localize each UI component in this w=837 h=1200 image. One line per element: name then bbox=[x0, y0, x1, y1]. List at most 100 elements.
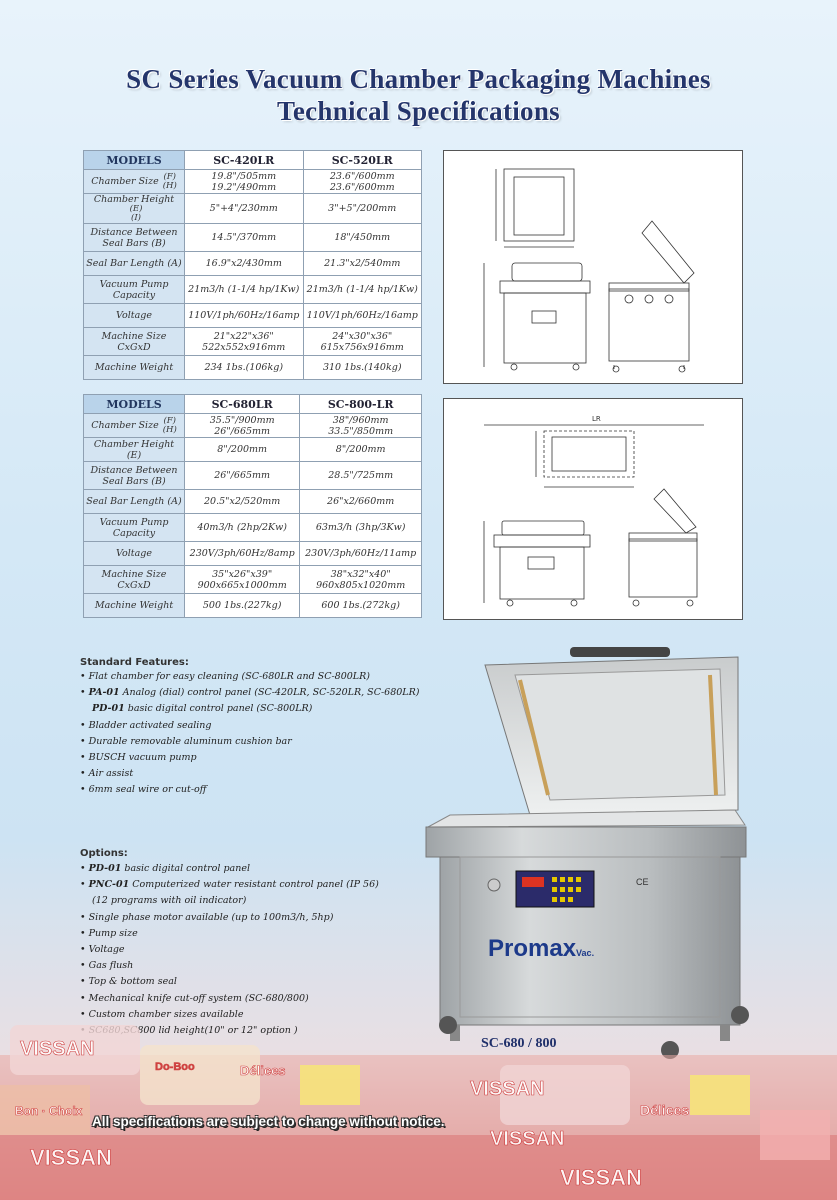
spec-label: Machine Weight bbox=[83, 593, 185, 618]
models-header: MODELS bbox=[83, 150, 185, 170]
bullet-icon: • bbox=[80, 863, 89, 874]
spec-value: 35"x26"x39" 900x665x1000mm bbox=[183, 565, 301, 594]
models-header: MODELS bbox=[83, 394, 185, 414]
bullet-icon: • bbox=[80, 784, 89, 796]
food-label: Délices bbox=[240, 1063, 286, 1078]
feature-item: • Bladder activated sealing bbox=[80, 719, 212, 731]
spec-value: 230V/3ph/60Hz/8amp bbox=[183, 541, 301, 566]
spec-value: 63m3/h (3hp/3Kw) bbox=[299, 513, 422, 542]
spec-value: 38"x32"x40" 960x805x1020mm bbox=[299, 565, 422, 594]
feature-item: PD-01 basic digital control panel (SC-80… bbox=[92, 703, 313, 715]
technical-drawing-2-svg: LR bbox=[483, 415, 704, 607]
standard-features-heading: Standard Features: bbox=[80, 657, 189, 668]
model-name-header: SC-520LR bbox=[302, 150, 422, 170]
spec-label: Vacuum Pump Capacity bbox=[83, 513, 185, 542]
spec-value: 35.5"/900mm 26"/665mm bbox=[183, 413, 301, 438]
spec-label: Machine Weight bbox=[83, 355, 185, 380]
spec-row: Chamber Size(F) (H)35.5"/900mm 26"/665mm… bbox=[83, 413, 422, 438]
spec-label: Chamber Size(F) (H) bbox=[83, 413, 185, 438]
option-item: • PNC-01 Computerized water resistant co… bbox=[80, 879, 379, 891]
food-label: Do-Boo bbox=[155, 1061, 195, 1073]
option-item: • Single phase motor available (up to 10… bbox=[80, 911, 334, 923]
spec-label: Machine Size CxGxD bbox=[83, 565, 185, 594]
spec-value: 110V/1ph/60Hz/16amp bbox=[184, 303, 304, 328]
disclaimer-notice: All specifications are subject to change… bbox=[92, 1114, 445, 1129]
spec-label: Chamber Size(F) (H) bbox=[83, 169, 185, 194]
machine-model-caption: SC-680 / 800 bbox=[481, 1036, 557, 1051]
spec-value: 21m3/h (1-1/4 hp/1Kw) bbox=[184, 275, 304, 304]
food-label: VISSAN bbox=[490, 1128, 564, 1150]
vacuum-machine-photo: CE bbox=[425, 647, 749, 1059]
food-label: Délices bbox=[640, 1102, 689, 1118]
feature-item: • PA-01 Analog (dial) control panel (SC-… bbox=[80, 687, 420, 699]
feature-item: • Durable removable aluminum cushion bar bbox=[80, 735, 292, 747]
bullet-icon: • bbox=[80, 687, 89, 699]
spec-value: 600 1bs.(272kg) bbox=[299, 593, 422, 618]
spec-value: 20.5"x2/520mm bbox=[183, 489, 301, 514]
food-label: VISSAN bbox=[470, 1078, 544, 1100]
spec-label: Voltage bbox=[83, 541, 185, 566]
spec-value: 234 1bs.(106kg) bbox=[184, 355, 304, 380]
spec-value: 14.5"/370mm bbox=[184, 223, 304, 252]
spec-label: Distance Between Seal Bars (B) bbox=[83, 223, 185, 252]
bullet-icon: • bbox=[80, 976, 89, 988]
spec-value: 230V/3ph/60Hz/11amp bbox=[299, 541, 422, 566]
ce-mark: CE bbox=[636, 877, 649, 887]
spec-value: 110V/1ph/60Hz/16amp bbox=[302, 303, 422, 328]
bullet-icon: • bbox=[80, 1008, 89, 1020]
spec-value: 18"/450mm bbox=[302, 223, 422, 252]
option-item: • Custom chamber sizes available bbox=[80, 1008, 244, 1020]
spec-label: Seal Bar Length (A) bbox=[83, 489, 185, 514]
spec-label: Seal Bar Length (A) bbox=[83, 251, 185, 276]
spec-value: 21"x22"x36" 522x552x916mm bbox=[184, 327, 304, 356]
feature-item: • Air assist bbox=[80, 768, 134, 780]
option-item: • PD-01 basic digital control panel bbox=[80, 863, 250, 874]
spec-value: 8"/200mm bbox=[299, 437, 422, 462]
spec-label: Chamber Height(E) (I) bbox=[83, 193, 185, 224]
food-label: VISSAN bbox=[560, 1165, 642, 1190]
spec-value: 8"/200mm bbox=[183, 437, 301, 462]
spec-value: 5"+4"/230mm bbox=[184, 193, 304, 224]
option-item: • Voltage bbox=[80, 943, 125, 955]
bullet-icon: • bbox=[80, 943, 89, 955]
spec-value: 24"x30"x36" 615x756x916mm bbox=[302, 327, 422, 356]
options-list: • PD-01 basic digital control panel • PNC… bbox=[80, 863, 379, 1041]
promax-brand-logo: PromaxVac. bbox=[488, 935, 595, 962]
spec-row: Distance Between Seal Bars (B)14.5"/370m… bbox=[83, 223, 422, 252]
option-item: (12 programs with oil indicator) bbox=[92, 895, 247, 907]
technical-drawing-1-svg bbox=[483, 168, 695, 373]
bullet-icon: • bbox=[80, 992, 89, 1004]
spec-value: 40m3/h (2hp/2Kw) bbox=[183, 513, 301, 542]
option-item: • Top & bottom seal bbox=[80, 976, 177, 988]
technical-drawing-2: LR bbox=[443, 398, 743, 620]
spec-value: 28.5"/725mm bbox=[299, 461, 422, 490]
bullet-icon: • bbox=[80, 719, 89, 731]
bullet-icon: • bbox=[80, 960, 89, 972]
spec-value: 310 1bs.(140kg) bbox=[302, 355, 422, 380]
page-title-line2: Technical Specifications bbox=[277, 96, 560, 126]
spec-label: Vacuum Pump Capacity bbox=[83, 275, 185, 304]
packaged-food-background: VISSAN Do-Boo Délices Bon · Choix VISSAN… bbox=[0, 1025, 837, 1200]
bullet-icon: • bbox=[80, 751, 89, 763]
spec-label: Chamber Height (E) bbox=[83, 437, 185, 462]
spec-value: 16.9"x2/430mm bbox=[184, 251, 304, 276]
model-name-header: SC-680LR bbox=[183, 394, 301, 414]
food-label: Bon · Choix bbox=[15, 1104, 83, 1118]
food-label: VISSAN bbox=[30, 1145, 112, 1170]
spec-value: 26"x2/660mm bbox=[299, 489, 422, 514]
option-item: • Mechanical knife cut-off system (SC-68… bbox=[80, 992, 309, 1004]
